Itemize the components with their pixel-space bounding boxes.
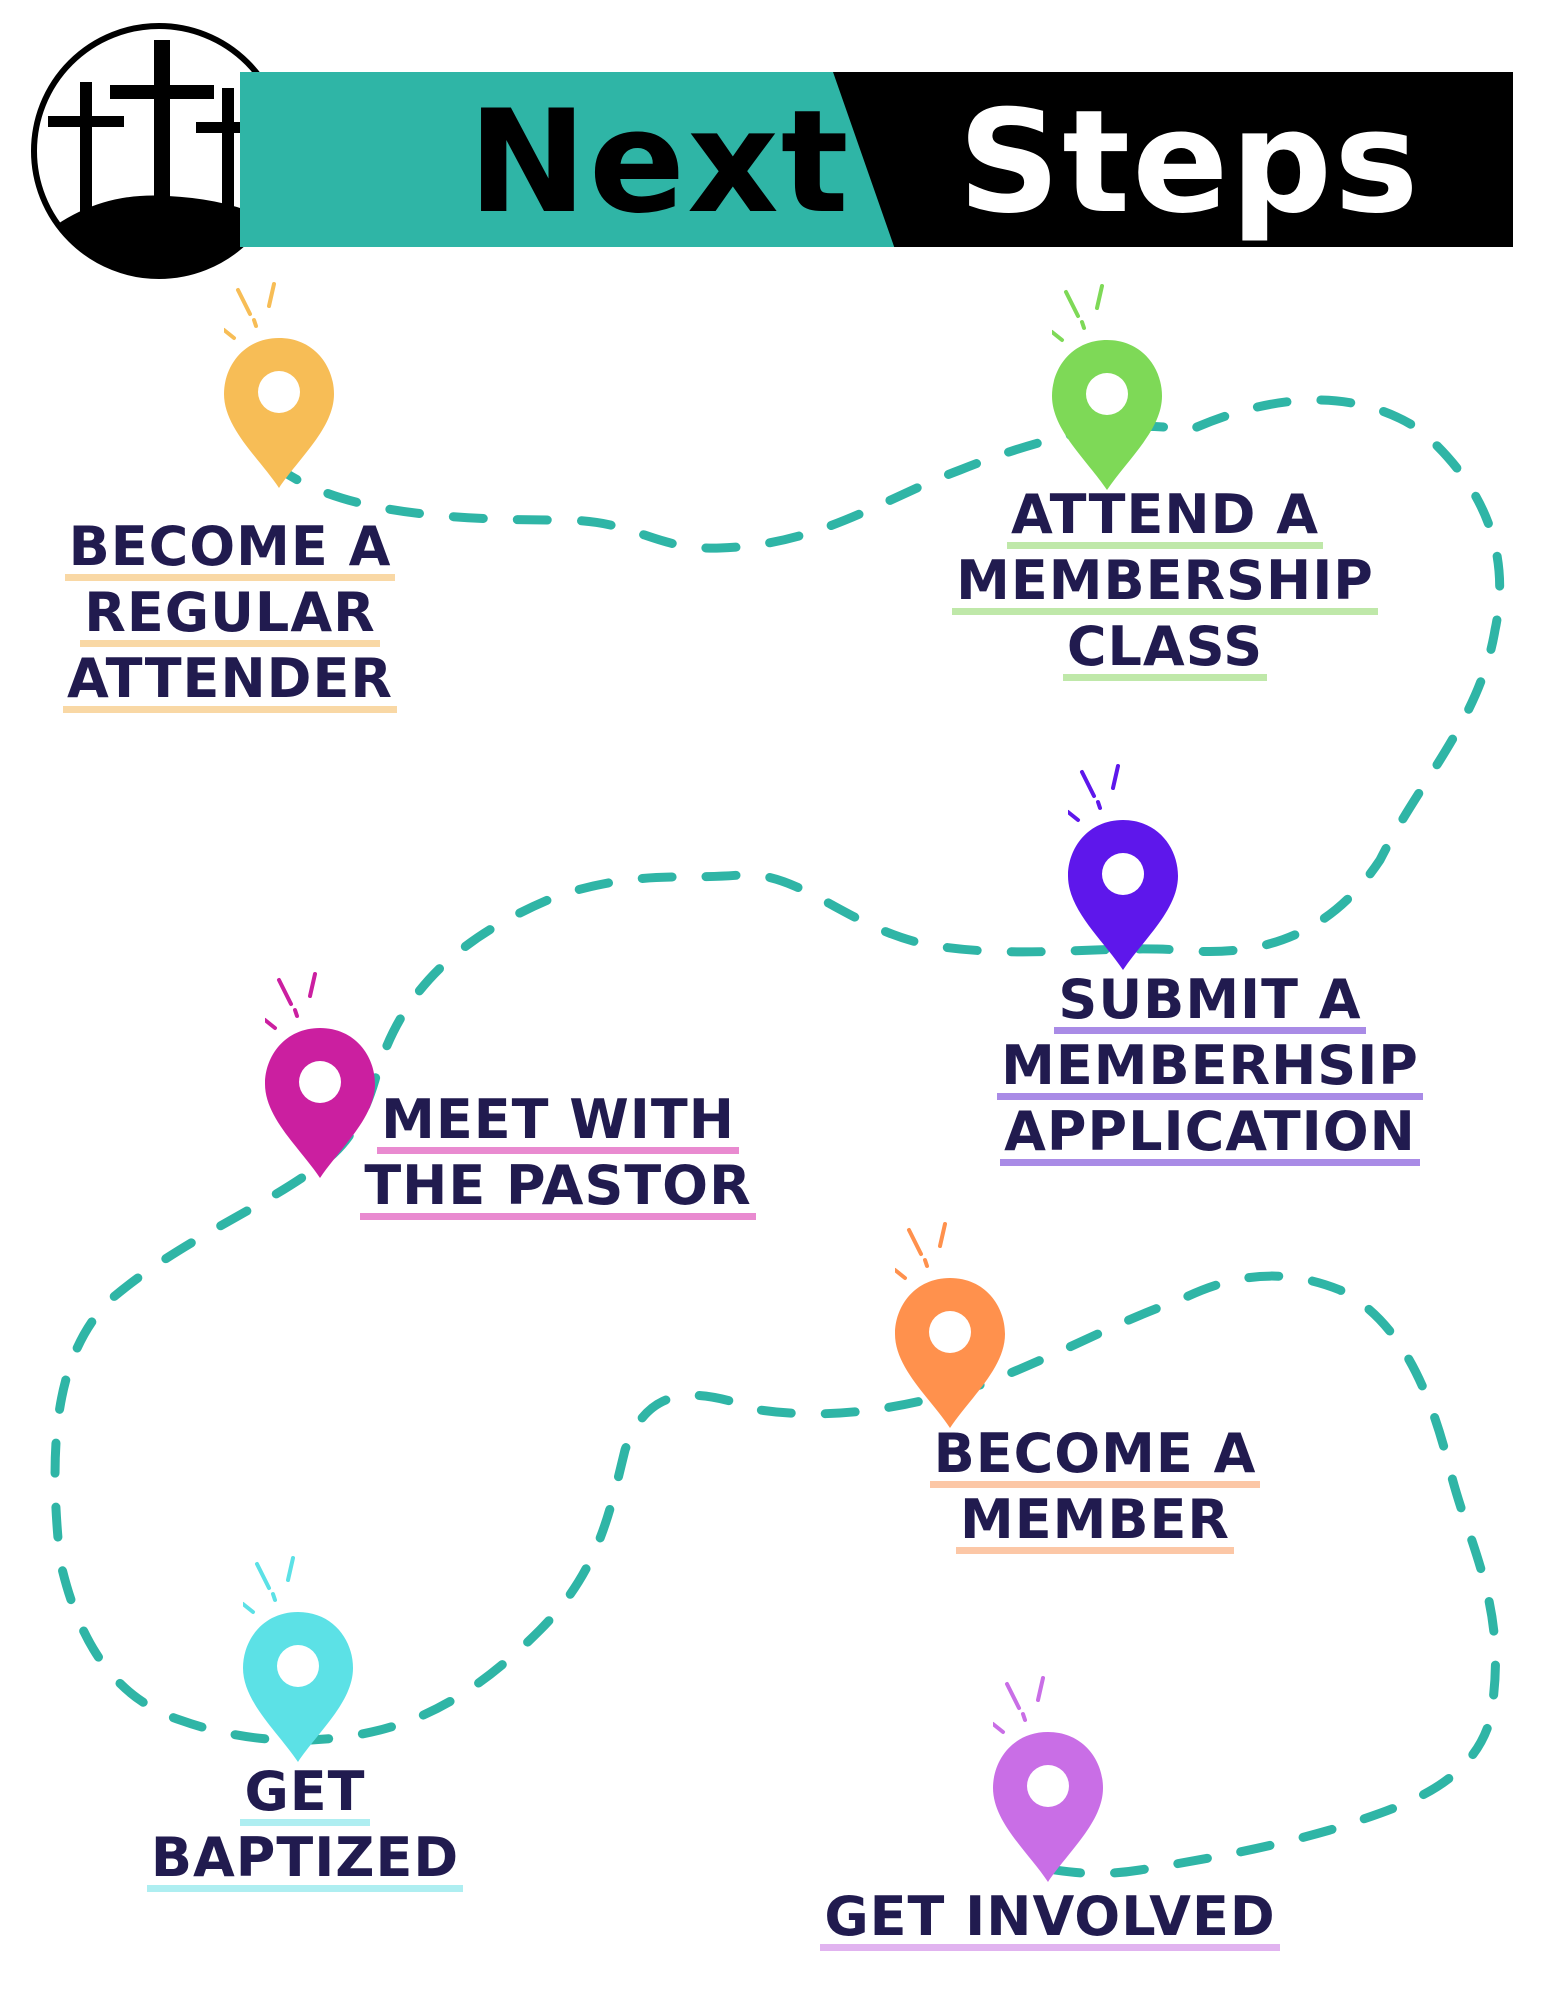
location-pin-icon [993,1676,1103,1882]
location-pin-icon [224,282,334,488]
step-become-regular-attender: BECOME A REGULAR ATTENDER [50,515,410,713]
step-label-line: MEET WITH [377,1093,739,1154]
step-label-line: GET [240,1765,370,1826]
step-label-line: BECOME A [929,1427,1261,1488]
step-submit-membership-application: SUBMIT A MEMBERHSIP APPLICATION [980,968,1440,1166]
step-label-line: REGULAR [80,586,380,647]
step-label-line: ATTEND A [1006,488,1323,549]
step-label-line: APPLICATION [1000,1105,1420,1166]
location-pin-icon [243,1556,353,1762]
step-label-line: ATTENDER [63,652,397,713]
step-get-involved: GET INVOLVED [820,1885,1280,1951]
step-label-line: GET INVOLVED [820,1890,1280,1951]
location-pin-icon [1052,284,1162,490]
location-pin-icon [265,972,375,1178]
step-label-line: MEMBERSHIP [952,554,1378,615]
title-word-steps: Steps [958,80,1421,245]
step-label-line: SUBMIT A [1054,973,1366,1034]
location-pin-icon [1068,764,1178,970]
step-label-line: BAPTIZED [146,1831,464,1892]
step-become-member: BECOME A MEMBER [915,1422,1275,1554]
step-label-line: MEMBERHSIP [997,1039,1423,1100]
three-crosses-logo-icon [31,23,287,279]
title-banner-black [833,72,1513,247]
step-label-line: MEMBER [956,1493,1234,1554]
title-banner-teal [240,72,900,247]
step-label-line: CLASS [1062,620,1268,681]
location-pin-icon [895,1222,1005,1428]
step-label-line: BECOME A [64,520,396,581]
step-get-baptized: GET BAPTIZED [135,1760,475,1892]
title-word-next: Next [468,80,851,245]
step-meet-with-pastor: MEET WITH THE PASTOR [358,1088,758,1220]
step-label-line: THE PASTOR [360,1159,756,1220]
step-attend-membership-class: ATTEND A MEMBERSHIP CLASS [945,483,1385,681]
